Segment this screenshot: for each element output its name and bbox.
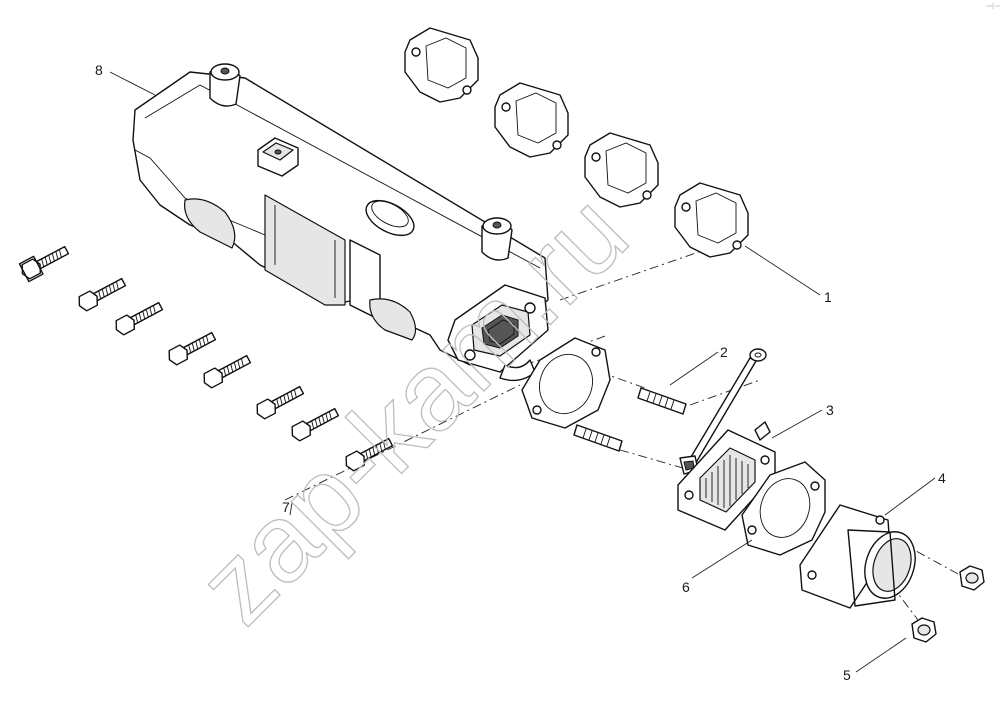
callout-4: 4 [938, 470, 946, 486]
outlet-elbow [799, 504, 916, 609]
gasket-1a [404, 27, 479, 103]
callouts: 8 1 2 3 4 6 5 7 [95, 62, 946, 683]
nut-right [959, 565, 985, 591]
bolt-7a [18, 245, 70, 283]
callout-1: 1 [824, 289, 832, 305]
bolt-7b [78, 277, 127, 312]
callout-7: 7 [282, 499, 290, 515]
corner-mark [986, 3, 1000, 9]
bolt-7c [115, 301, 164, 336]
gasket-1b [494, 82, 569, 158]
nut-bottom [911, 617, 937, 643]
callout-8: 8 [95, 62, 103, 78]
bolt-7e [203, 354, 252, 389]
callout-2: 2 [720, 344, 728, 360]
bolt-7g [291, 407, 340, 442]
callout-5: 5 [843, 667, 851, 683]
callout-3: 3 [826, 402, 834, 418]
bolt-7h [345, 437, 394, 472]
gasket-1c [584, 132, 659, 208]
gasket-1d [674, 182, 749, 258]
stud-lower [573, 424, 623, 452]
stud-upper [637, 387, 687, 415]
flange-gasket-lower [741, 461, 826, 556]
flange-gasket-upper [521, 337, 611, 429]
bolt-7f [256, 385, 305, 420]
bolt-7d [168, 331, 217, 366]
bolts-7 [18, 245, 394, 472]
leader-lines [109, 71, 936, 673]
exhaust-manifold [132, 63, 549, 382]
callout-6: 6 [682, 579, 690, 595]
